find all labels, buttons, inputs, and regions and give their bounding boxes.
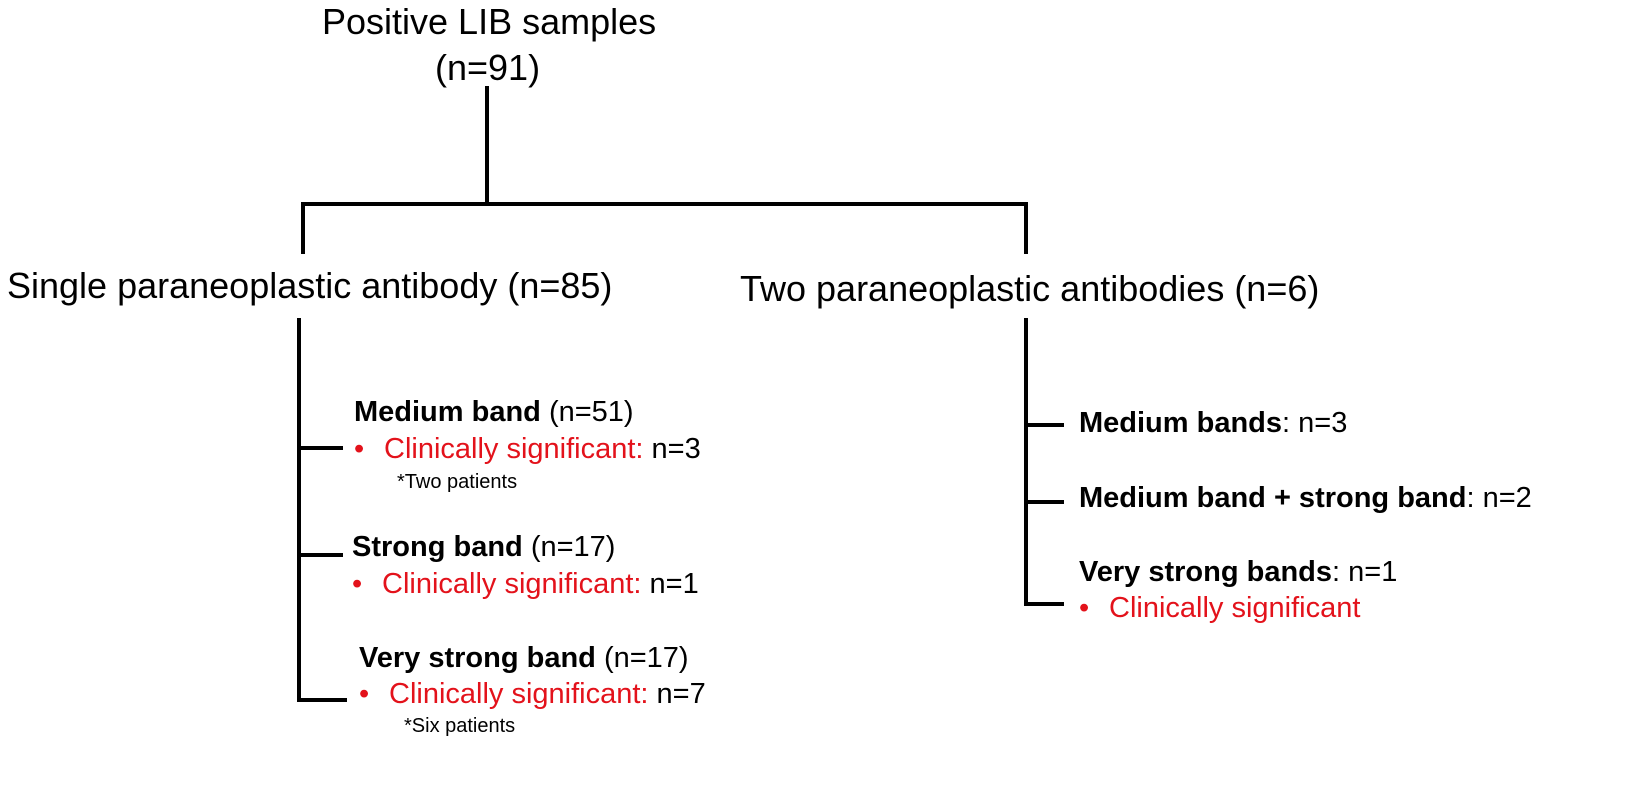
left-item-very-strong-note: *Six patients	[404, 715, 516, 737]
left-branch-title: Single paraneoplastic antibody (n=85)	[7, 265, 613, 306]
left-tick-1	[297, 446, 343, 450]
right-tick-3	[1024, 602, 1064, 606]
left-vertical	[297, 318, 301, 702]
band-count: : n=3	[1282, 407, 1348, 439]
left-item-strong-significance: • Clinically significant: n=1	[352, 570, 699, 599]
left-tick-2	[297, 553, 343, 557]
significance-label: Clinically significant:	[389, 678, 649, 710]
root-stem	[485, 86, 489, 206]
bullet-icon: •	[359, 678, 370, 710]
left-item-strong-heading: Strong band (n=17)	[352, 533, 615, 562]
right-item-very-strong-significance: • Clinically significant	[1079, 594, 1360, 623]
left-item-medium-heading: Medium band (n=51)	[354, 398, 634, 427]
bullet-icon: •	[354, 433, 365, 465]
band-count: : n=1	[1332, 556, 1398, 588]
band-count: (n=17)	[595, 642, 689, 674]
band-count: : n=2	[1466, 482, 1532, 514]
right-item-medium-strong: Medium band + strong band: n=2	[1079, 484, 1532, 513]
right-drop	[1024, 202, 1028, 254]
significance-label: Clinically significant:	[384, 433, 644, 465]
right-item-very-strong-bands: Very strong bands: n=1	[1079, 558, 1397, 587]
left-item-very-strong-significance: • Clinically significant: n=7	[359, 680, 706, 709]
root-title: Positive LIB samples	[322, 1, 657, 42]
left-drop	[301, 202, 305, 254]
band-count: (n=17)	[522, 531, 616, 563]
significance-count: n=1	[641, 568, 699, 600]
right-tick-2	[1024, 500, 1064, 504]
left-item-medium-note: *Two patients	[397, 471, 518, 493]
band-label: Very strong bands	[1079, 556, 1333, 588]
significance-label: Clinically significant	[1109, 592, 1361, 624]
significance-count: n=3	[643, 433, 701, 465]
right-item-medium-bands: Medium bands: n=3	[1079, 409, 1347, 438]
band-count: (n=51)	[540, 396, 634, 428]
bullet-icon: •	[1079, 592, 1090, 624]
root-count: (n=91)	[435, 47, 541, 88]
branch-bar	[301, 202, 1028, 206]
band-label: Medium band	[354, 396, 541, 428]
band-label: Very strong band	[359, 642, 596, 674]
left-item-medium-significance: • Clinically significant: n=3	[354, 435, 701, 464]
band-label: Medium bands	[1079, 407, 1283, 439]
significance-count: n=7	[648, 678, 706, 710]
right-tick-1	[1024, 423, 1064, 427]
left-item-very-strong-heading: Very strong band (n=17)	[359, 644, 689, 673]
right-branch-title: Two paraneoplastic antibodies (n=6)	[740, 268, 1320, 309]
band-label: Strong band	[352, 531, 523, 563]
right-vertical	[1024, 318, 1028, 606]
left-tick-3	[297, 698, 347, 702]
bullet-icon: •	[352, 568, 363, 600]
significance-label: Clinically significant:	[382, 568, 642, 600]
band-label: Medium band + strong band	[1079, 482, 1467, 514]
